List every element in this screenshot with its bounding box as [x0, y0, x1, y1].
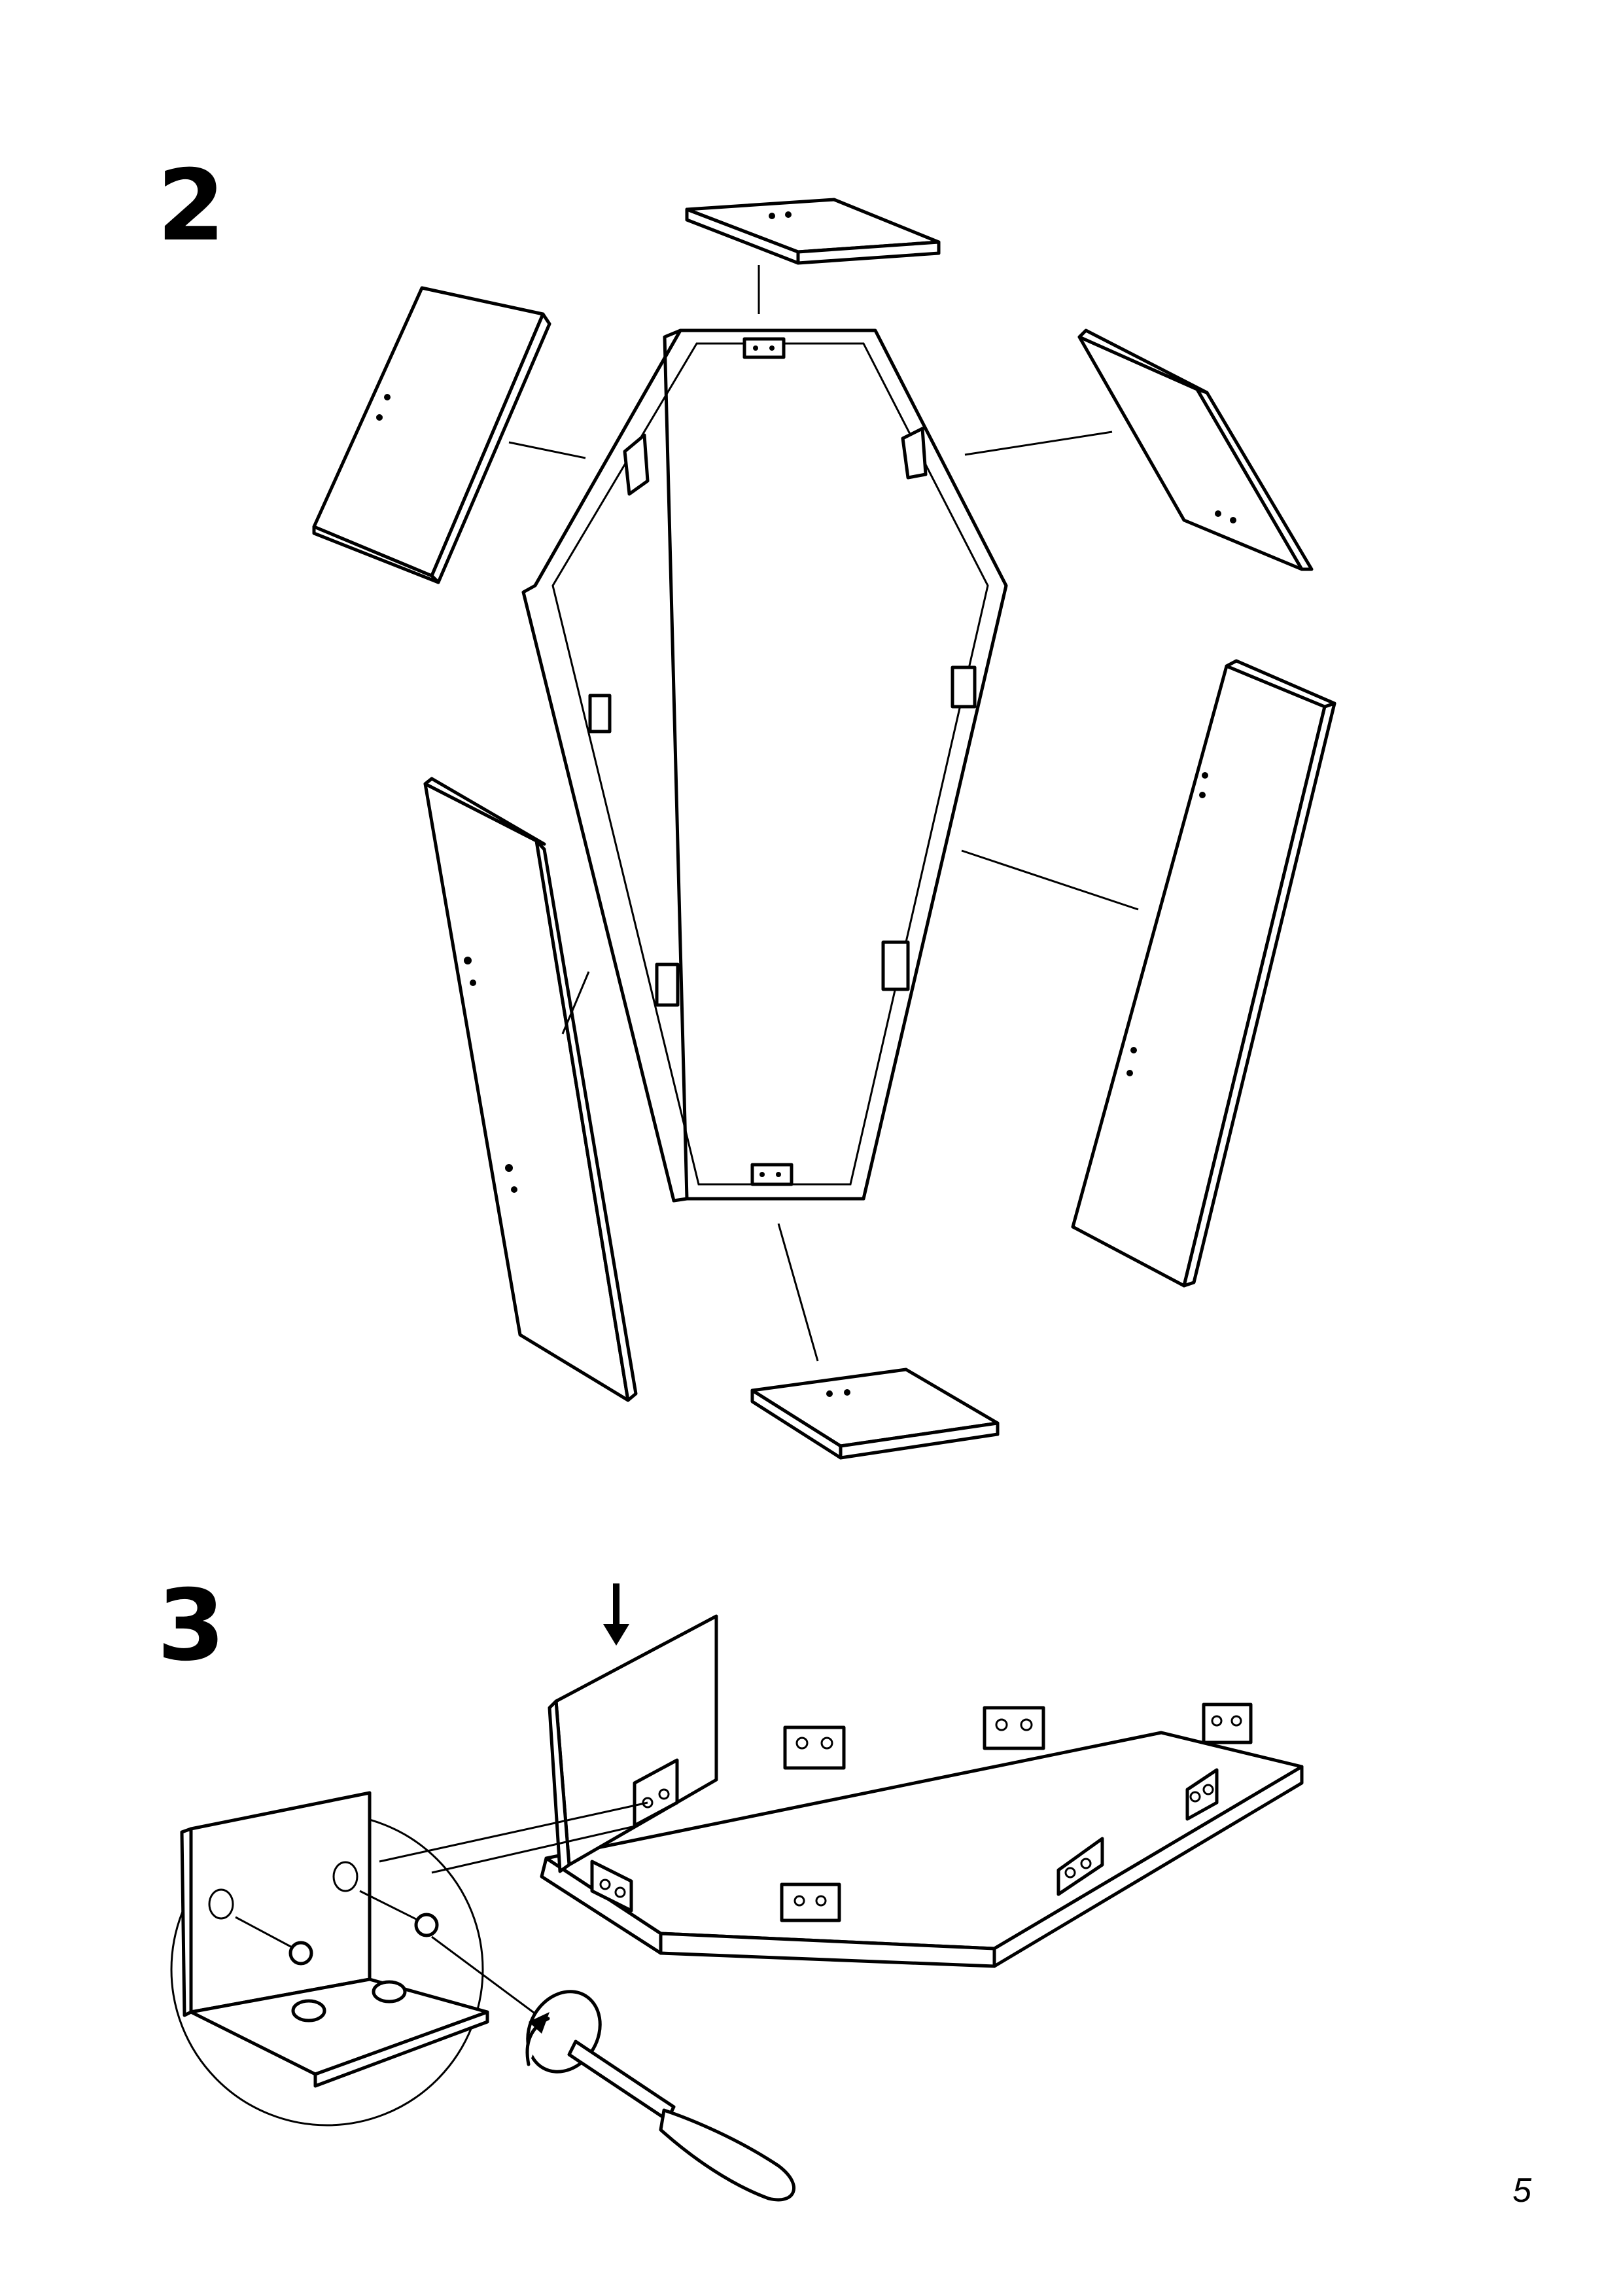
- screw-right: [359, 1890, 439, 1937]
- bottom-panel: [750, 1223, 1000, 1460]
- detail-magnifier: [170, 1791, 489, 2127]
- step-number-3: 3: [157, 1569, 226, 1683]
- angle-brackets: [590, 1703, 1253, 1922]
- top-panel: [685, 198, 941, 314]
- lower-left-panel: [423, 777, 638, 1402]
- page-number: 5: [1512, 2172, 1531, 2210]
- screwdriver-icon: [431, 1935, 796, 2202]
- step2-exploded-view: [312, 198, 1336, 1460]
- step-number-2: 2: [157, 149, 226, 263]
- step3-assembly-view: [170, 1583, 1304, 2202]
- screw-left: [235, 1916, 313, 1966]
- hinge-brackets: [588, 337, 977, 1186]
- lower-right-panel: [961, 659, 1336, 1288]
- down-arrow-icon: [603, 1583, 629, 1646]
- upper-left-panel: [312, 286, 586, 584]
- coffin-back-panel: [521, 328, 1008, 1203]
- base-board: [540, 1731, 1304, 1968]
- upper-right-panel: [964, 328, 1314, 571]
